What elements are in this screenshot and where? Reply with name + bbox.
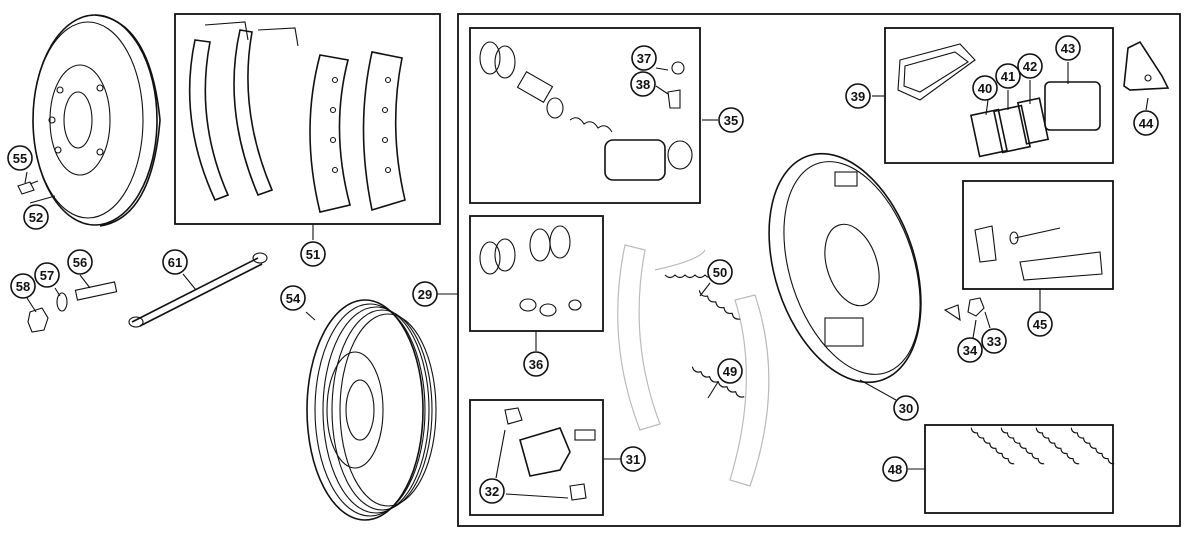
backplate xyxy=(768,152,922,384)
callout-32-label: 32 xyxy=(485,484,499,499)
callout-42-label: 42 xyxy=(1023,59,1037,74)
callout-29: 29 xyxy=(412,281,438,307)
fitting-kit-frame xyxy=(962,180,1114,290)
callout-32: 32 xyxy=(479,478,505,504)
finned-drum xyxy=(306,299,437,521)
callout-34: 34 xyxy=(957,337,983,363)
fitting-kit-parts xyxy=(974,225,1103,281)
callout-50: 50 xyxy=(707,259,733,285)
callout-38: 38 xyxy=(630,71,656,97)
callouts: 29 30 31 32 33 34 35 36 37 38 39 40 41 4… xyxy=(7,35,1159,504)
wheel-cylinder-kit-frame xyxy=(469,27,701,204)
callout-40-label: 40 xyxy=(978,81,992,96)
callout-55: 55 xyxy=(7,145,33,171)
brake-shoe-kit-frame xyxy=(174,13,441,225)
callout-52: 52 xyxy=(23,204,49,230)
callout-50-label: 50 xyxy=(713,265,727,280)
callout-35-label: 35 xyxy=(724,113,738,128)
spring-kit-parts xyxy=(970,427,1115,465)
spring-kit-frame xyxy=(924,424,1114,514)
callout-41: 41 xyxy=(995,63,1021,89)
seal-kit-parts xyxy=(479,225,582,317)
handbrake-lever xyxy=(1123,40,1170,91)
tie-bar xyxy=(128,252,268,328)
callout-52-label: 52 xyxy=(29,210,43,225)
callout-45: 45 xyxy=(1027,311,1053,337)
callout-37-label: 37 xyxy=(637,51,651,66)
wheel-bolt xyxy=(17,180,39,195)
callout-33: 33 xyxy=(981,328,1007,354)
callout-40: 40 xyxy=(972,75,998,101)
callout-34-label: 34 xyxy=(963,343,978,358)
callout-61-label: 61 xyxy=(168,255,182,270)
pad-kit-parts xyxy=(897,43,1101,158)
callout-54-label: 54 xyxy=(286,291,301,306)
callout-36: 36 xyxy=(523,351,549,377)
callout-41-label: 41 xyxy=(1001,69,1015,84)
backplate-assembly-frame xyxy=(457,13,1181,527)
callout-42: 42 xyxy=(1017,53,1043,79)
callout-43: 43 xyxy=(1055,35,1081,61)
callout-44: 44 xyxy=(1133,110,1159,136)
callout-43-label: 43 xyxy=(1061,41,1075,56)
leader-lines xyxy=(24,62,1149,499)
callout-39-label: 39 xyxy=(851,89,865,104)
callout-49-label: 49 xyxy=(723,364,737,379)
callout-58-label: 58 xyxy=(16,279,30,294)
callout-29-label: 29 xyxy=(418,287,432,302)
callout-36-label: 36 xyxy=(529,357,543,372)
callout-49: 49 xyxy=(717,358,743,384)
callout-30-label: 30 xyxy=(899,401,913,416)
brake-shoes xyxy=(188,21,406,213)
retaining-nuts xyxy=(943,297,985,322)
callout-55-label: 55 xyxy=(13,151,27,166)
callout-58: 58 xyxy=(10,273,36,299)
callout-48: 48 xyxy=(882,456,908,482)
callout-31-label: 31 xyxy=(626,452,640,467)
callout-45-label: 45 xyxy=(1033,317,1047,332)
callout-35: 35 xyxy=(718,107,744,133)
callout-56: 56 xyxy=(67,249,93,275)
brake-drum xyxy=(32,14,161,227)
callout-30: 30 xyxy=(893,395,919,421)
callout-38-label: 38 xyxy=(636,77,650,92)
callout-44-label: 44 xyxy=(1139,116,1154,131)
callout-37: 37 xyxy=(631,45,657,71)
adjuster-parts xyxy=(504,407,596,501)
callout-39: 39 xyxy=(845,83,871,109)
callout-31: 31 xyxy=(620,446,646,472)
callout-33-label: 33 xyxy=(987,334,1001,349)
callout-61: 61 xyxy=(162,249,188,275)
wheel-cylinder-parts xyxy=(479,41,693,181)
callout-57-label: 57 xyxy=(40,268,54,283)
adjuster-kit-frame xyxy=(469,399,604,516)
callout-51: 51 xyxy=(300,241,326,267)
callout-56-label: 56 xyxy=(73,255,87,270)
callout-48-label: 48 xyxy=(888,462,902,477)
callout-54: 54 xyxy=(280,285,306,311)
callout-51-label: 51 xyxy=(306,247,320,262)
shoes-with-springs xyxy=(617,244,770,487)
callout-57: 57 xyxy=(34,262,60,288)
stud-washer-nut xyxy=(27,281,118,333)
